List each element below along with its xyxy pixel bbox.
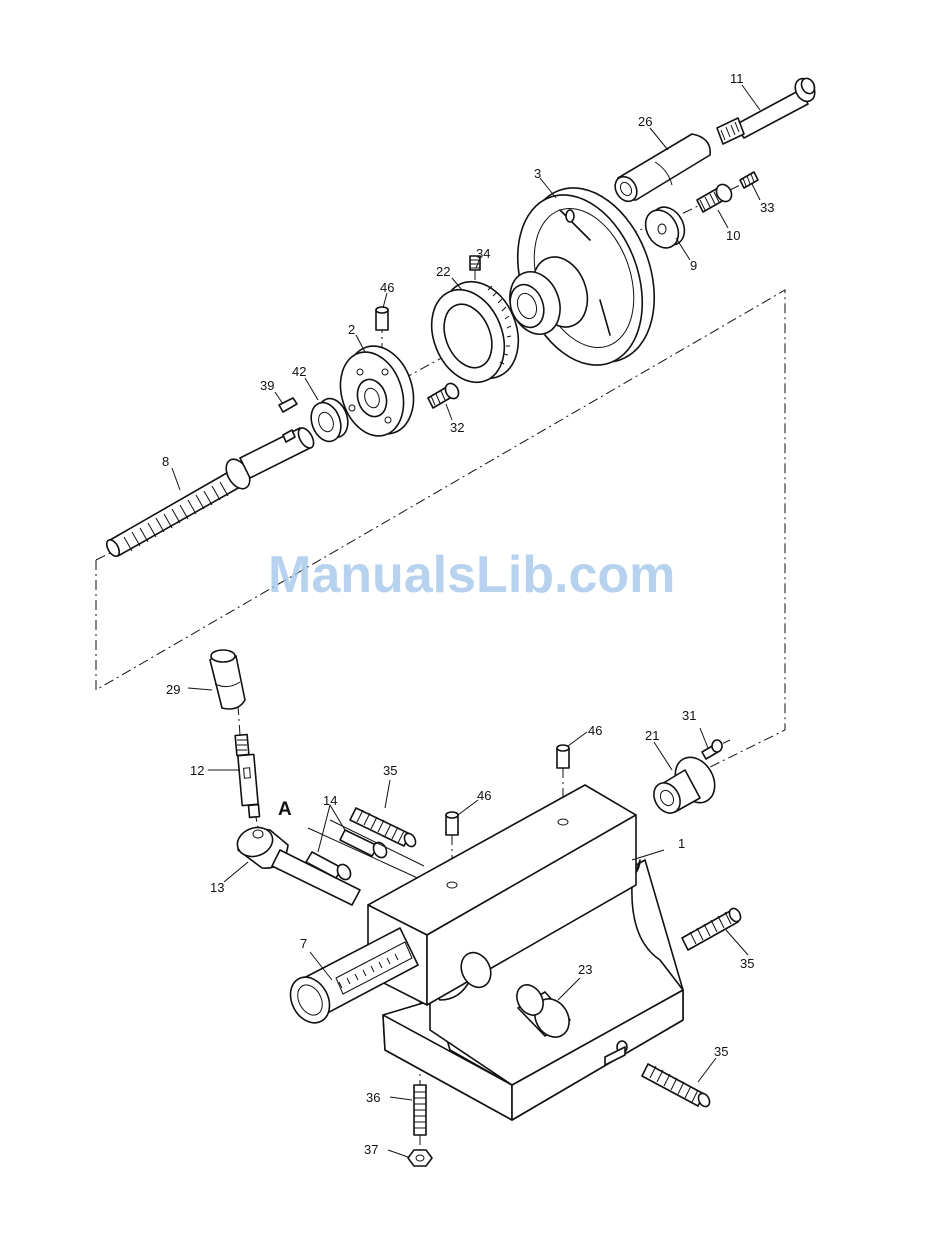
label-13: 13	[210, 880, 224, 895]
label-10: 10	[726, 228, 740, 243]
label-12: 12	[190, 763, 204, 778]
label-7: 7	[300, 936, 307, 951]
label-23: 23	[578, 962, 592, 977]
part-1-tailstock-body	[368, 785, 683, 1120]
label-36: 36	[366, 1090, 380, 1105]
subassembly-outline	[96, 290, 785, 777]
part-39-key	[279, 398, 297, 412]
part-29-knob	[210, 650, 245, 709]
part-46-pin-right	[557, 745, 569, 768]
label-46-mid: 46	[477, 788, 491, 803]
label-2: 2	[348, 322, 355, 337]
label-3: 3	[534, 166, 541, 181]
section-label-a: A	[278, 799, 292, 820]
part-35-screw-right	[682, 906, 743, 950]
label-46-right: 46	[588, 723, 602, 738]
part-46-pin-top	[376, 307, 388, 330]
label-11: 11	[730, 71, 744, 86]
label-32: 32	[450, 420, 464, 435]
part-10-screw	[697, 182, 735, 212]
watermark: ManualsLib.com	[268, 546, 675, 604]
label-34: 34	[476, 246, 490, 261]
part-9-washer	[639, 201, 691, 254]
label-46-top: 46	[380, 280, 394, 295]
part-46-pin-mid	[446, 812, 458, 835]
label-14: 14	[323, 793, 337, 808]
label-26: 26	[638, 114, 652, 129]
part-36-stud-bolt	[414, 1085, 426, 1135]
label-9: 9	[690, 258, 697, 273]
label-42: 42	[292, 364, 306, 379]
label-39: 39	[260, 378, 274, 393]
label-29: 29	[166, 682, 180, 697]
part-37-nut	[408, 1150, 432, 1166]
label-35-right: 35	[740, 956, 754, 971]
part-35-screw-bottom	[642, 1064, 712, 1109]
label-1: 1	[678, 836, 685, 851]
label-35-left: 35	[383, 763, 397, 778]
part-32-screw	[428, 381, 461, 408]
label-35-bottom: 35	[714, 1044, 728, 1059]
label-33: 33	[760, 200, 774, 215]
part-33-set-screw	[740, 172, 758, 188]
part-21-bushing	[649, 750, 723, 818]
label-8: 8	[162, 454, 169, 469]
part-31-screw	[702, 740, 722, 759]
part-26-handle-grip	[611, 134, 710, 205]
label-22: 22	[436, 264, 450, 279]
label-21: 21	[645, 728, 659, 743]
part-8-lead-screw	[104, 425, 317, 558]
part-12-lock-pin	[235, 735, 259, 818]
label-31: 31	[682, 708, 696, 723]
part-3-handwheel	[495, 170, 677, 383]
label-37: 37	[364, 1142, 378, 1157]
